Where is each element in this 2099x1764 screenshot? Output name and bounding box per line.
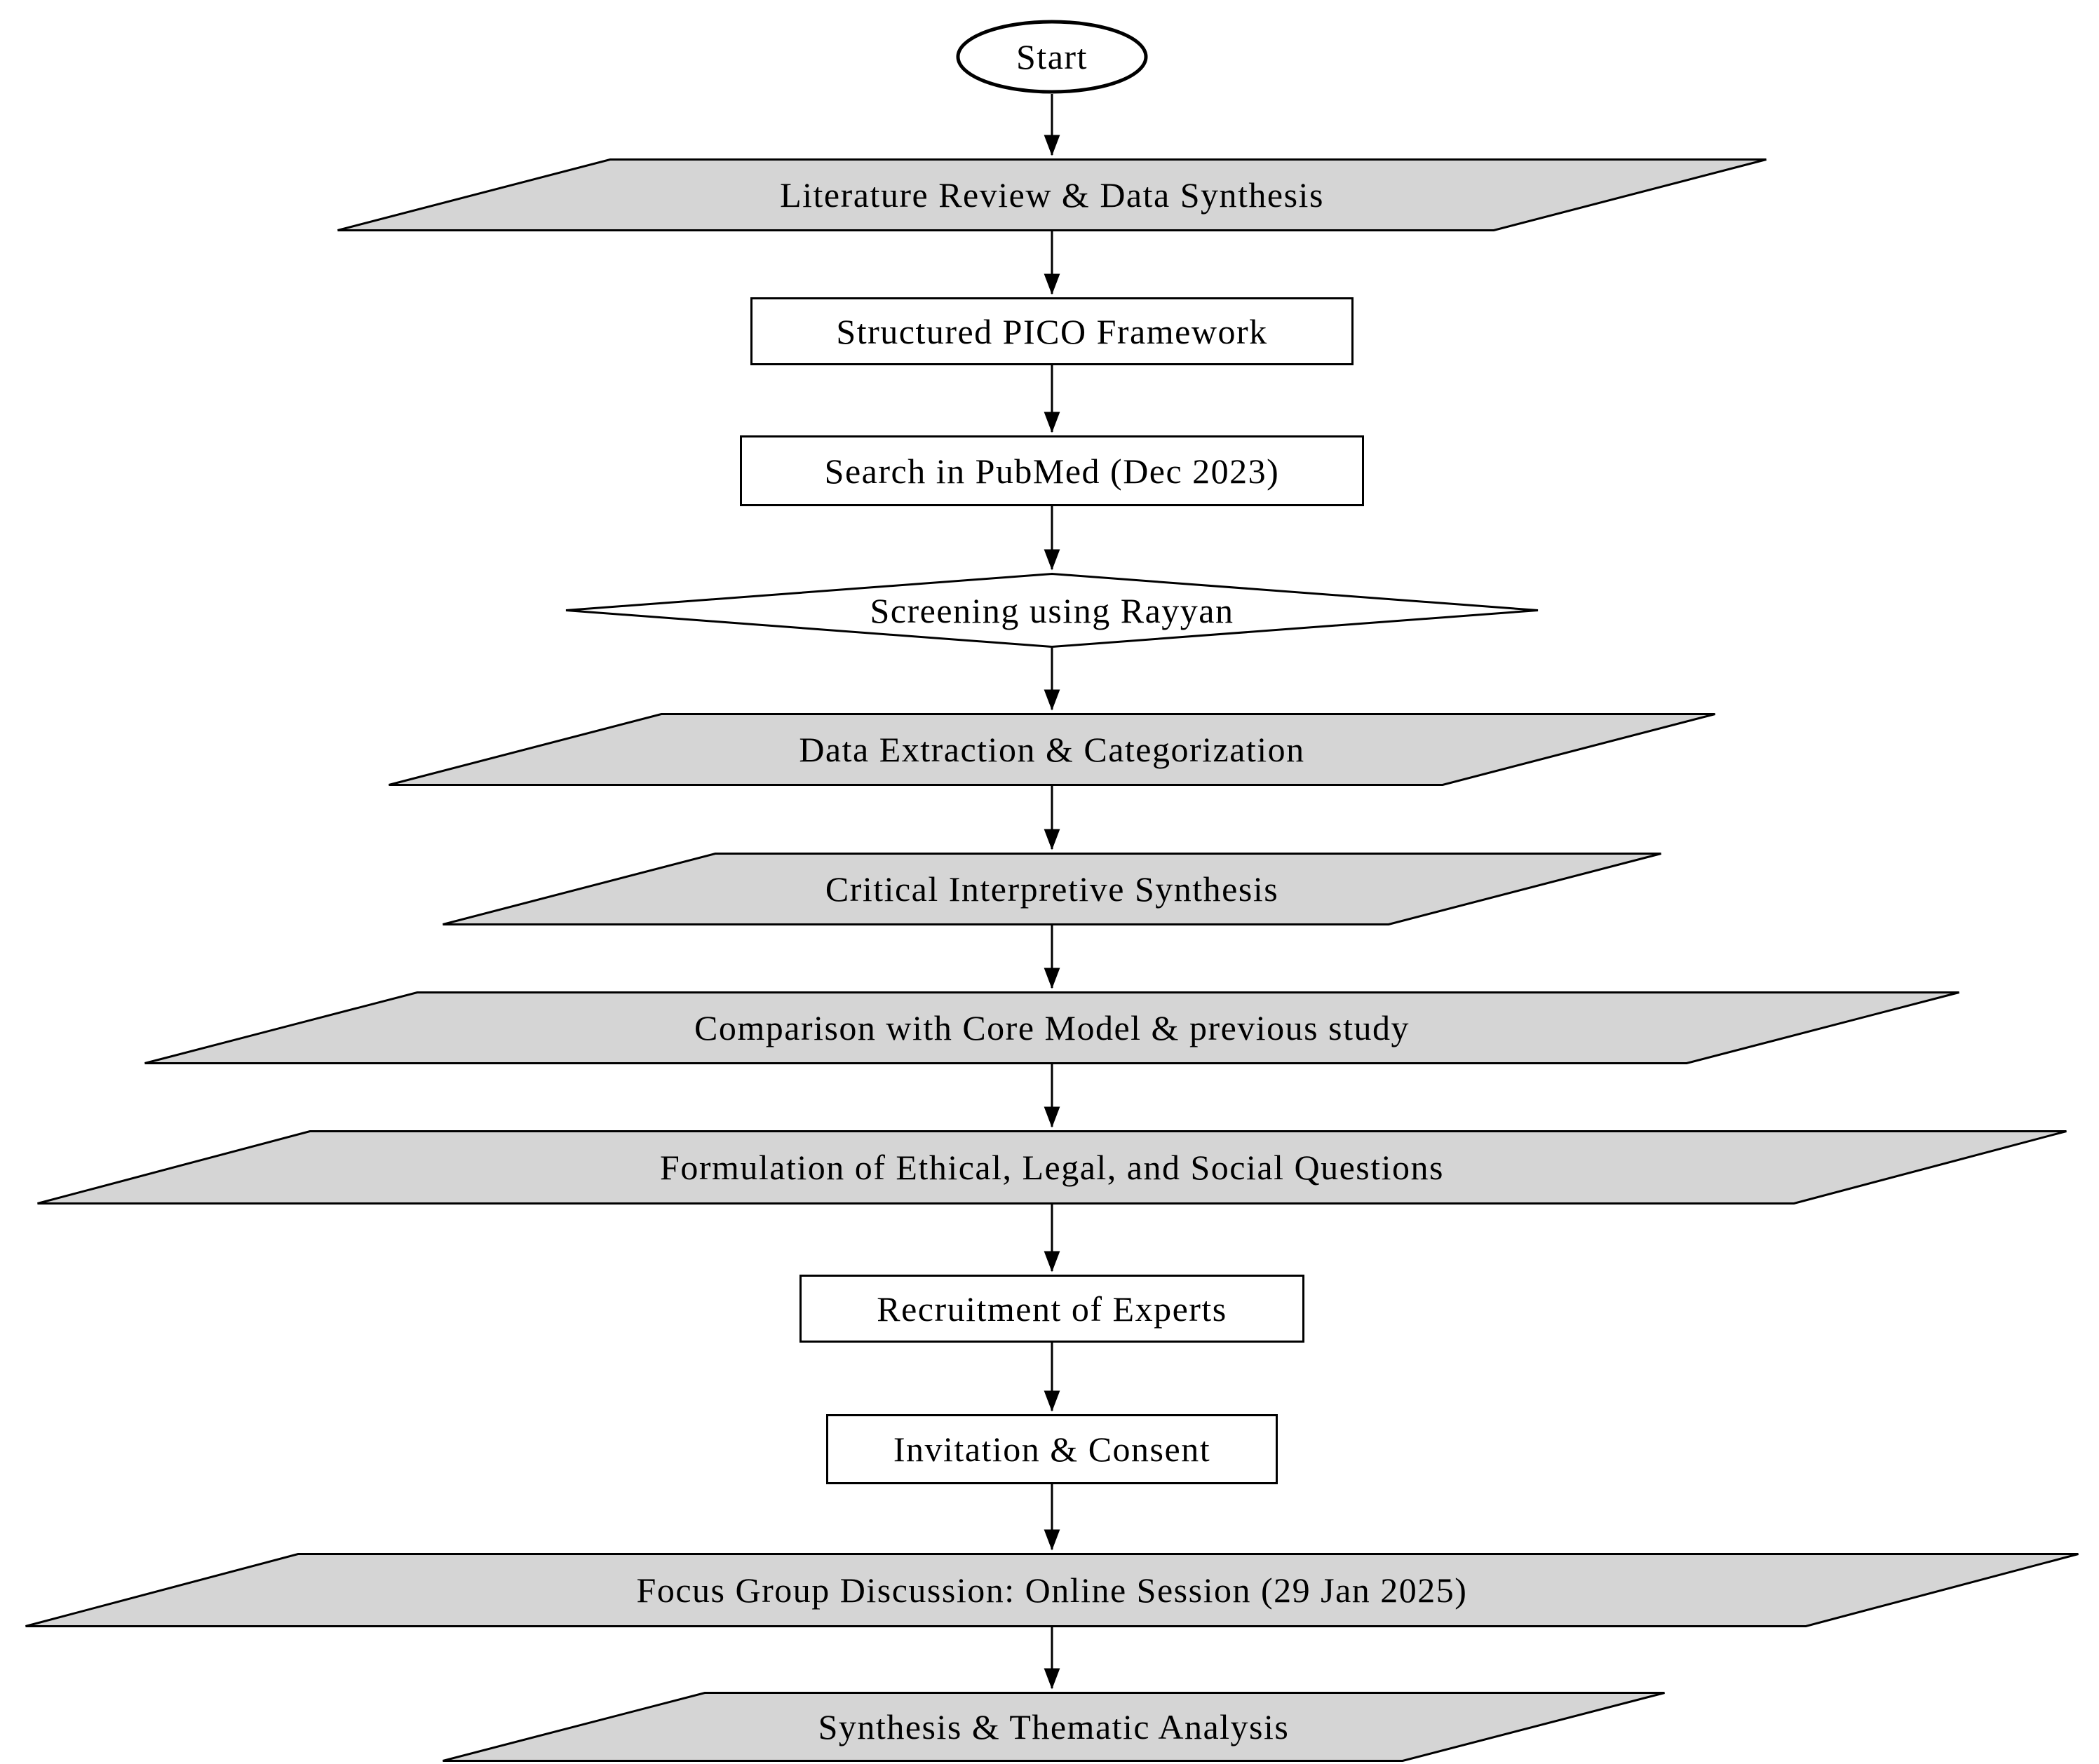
node-pico-framework-shape	[750, 297, 1354, 365]
node-invitation-shape	[826, 1414, 1278, 1484]
node-formulation: Formulation of Ethical, Legal, and Socia…	[36, 1130, 2067, 1205]
node-pubmed-search: Search in PubMed (Dec 2023)	[740, 435, 1364, 506]
node-invitation-label: Invitation & Consent	[893, 1430, 1211, 1469]
node-pico-framework: Structured PICO Framework	[750, 297, 1354, 365]
node-comparison: Comparison with Core Model & previous st…	[144, 991, 1960, 1064]
node-literature-review-shape	[337, 158, 1767, 231]
node-screening-label: Screening using Rayyan	[870, 590, 1234, 630]
node-focus-group-shape	[25, 1553, 2079, 1627]
node-start-label: Start	[1016, 37, 1088, 76]
node-critical-synthesis-shape	[443, 853, 1661, 925]
node-pico-framework-label: Structured PICO Framework	[836, 311, 1268, 351]
node-recruitment-label: Recruitment of Experts	[877, 1289, 1227, 1329]
node-focus-group-label: Focus Group Discussion: Online Session (…	[636, 1570, 1468, 1610]
node-recruitment-shape	[799, 1275, 1304, 1343]
node-literature-review-label: Literature Review & Data Synthesis	[780, 175, 1324, 215]
node-comparison-shape	[144, 991, 1959, 1064]
node-formulation-shape	[37, 1130, 2067, 1205]
node-start: Start	[955, 20, 1149, 94]
node-recruitment: Recruitment of Experts	[799, 1275, 1304, 1343]
node-thematic-analysis-label: Synthesis & Thematic Analysis	[818, 1707, 1290, 1746]
node-invitation: Invitation & Consent	[826, 1414, 1278, 1484]
node-thematic-analysis: Synthesis & Thematic Analysis	[442, 1692, 1666, 1762]
node-screening-shape	[565, 572, 1539, 649]
node-data-extraction-shape	[389, 713, 1715, 786]
node-thematic-analysis-shape	[443, 1692, 1665, 1762]
node-literature-review: Literature Review & Data Synthesis	[337, 158, 1767, 231]
node-formulation-label: Formulation of Ethical, Legal, and Socia…	[660, 1148, 1444, 1187]
node-critical-synthesis: Critical Interpretive Synthesis	[442, 853, 1662, 925]
node-screening: Screening using Rayyan	[565, 572, 1539, 649]
node-pubmed-search-label: Search in PubMed (Dec 2023)	[824, 451, 1280, 491]
node-data-extraction-label: Data Extraction & Categorization	[799, 730, 1305, 769]
node-critical-synthesis-label: Critical Interpretive Synthesis	[825, 869, 1279, 909]
node-data-extraction: Data Extraction & Categorization	[388, 713, 1716, 786]
node-comparison-label: Comparison with Core Model & previous st…	[694, 1008, 1410, 1047]
node-focus-group: Focus Group Discussion: Online Session (…	[25, 1553, 2079, 1627]
node-start-shape	[956, 20, 1148, 94]
node-pubmed-search-shape	[740, 435, 1364, 506]
